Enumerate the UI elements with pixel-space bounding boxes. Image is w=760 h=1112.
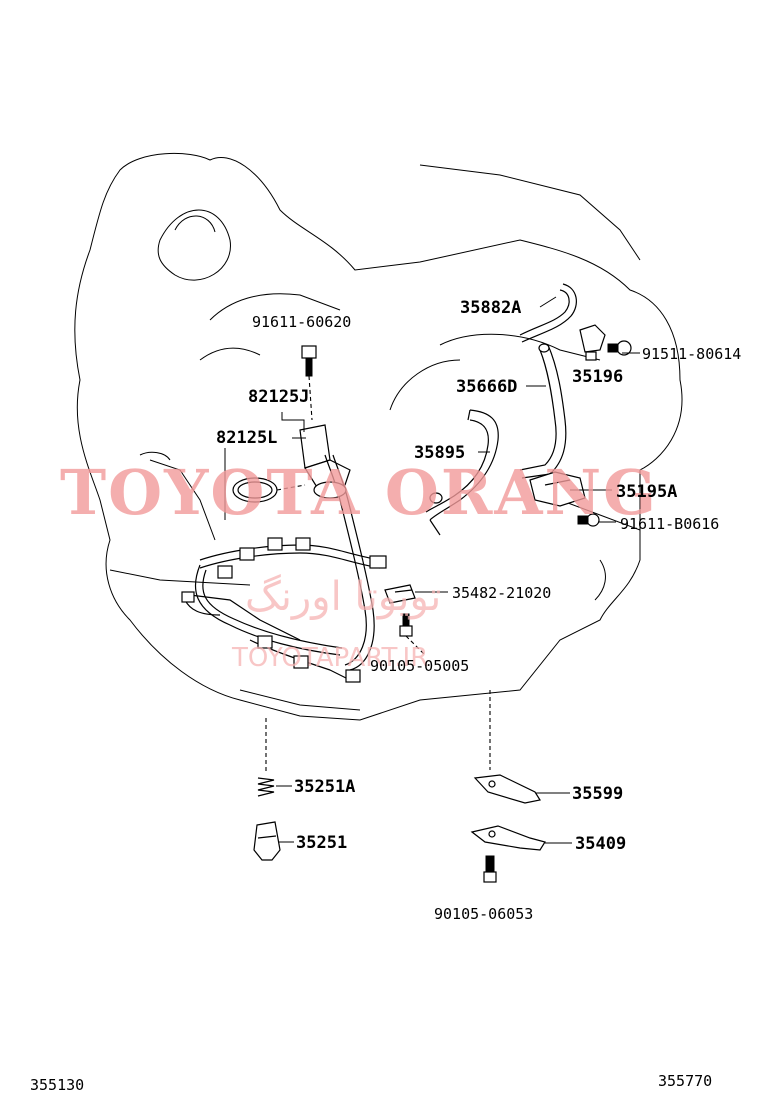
label-82125j[interactable]: 82125J [248,387,309,407]
speed-sensor-82125 [299,424,375,671]
label-35409[interactable]: 35409 [575,834,626,854]
bracket-35599 [473,690,541,804]
bolt-91611-b0616 [577,513,600,527]
label-35251a[interactable]: 35251A [294,777,355,797]
detent-ball-35251 [253,821,281,861]
label-91611-60620[interactable]: 91611-60620 [252,313,351,331]
pipe-35895 [425,409,499,536]
spring-35251a [257,718,275,797]
bolt-90105-05005 [399,613,426,656]
label-35195a[interactable]: 35195A [616,482,677,502]
transmission-housing-outline [74,153,683,721]
bracket-35409 [470,825,546,851]
clamp-35195a [529,471,586,507]
watermark-url-text: TOYOTAPART.IR [231,643,428,673]
label-35895[interactable]: 35895 [414,443,465,463]
label-35482-21020[interactable]: 35482-21020 [452,584,551,602]
label-91511-80614[interactable]: 91511-80614 [642,345,741,363]
label-90105-05005[interactable]: 90105-05005 [370,657,469,675]
label-35251[interactable]: 35251 [296,833,347,853]
label-82125l[interactable]: 82125L [216,428,277,448]
pipe-35882a [519,283,577,343]
label-35882a[interactable]: 35882A [460,298,521,318]
label-91611-b0616[interactable]: 91611-B0616 [620,515,719,533]
watermark: TOYOTA ORANG تویوتا اورنگ TOYOTAPART.IR [60,456,658,673]
watermark-main-text: TOYOTA ORANG [60,456,658,529]
watermark-persian-text: تویوتا اورنگ [245,574,441,620]
o-ring [232,477,306,503]
pipe-35666d [519,343,567,479]
clamp-35196 [579,324,606,361]
bolt-90105-06053 [483,855,497,883]
leader-lines [224,296,640,844]
label-35666d[interactable]: 35666D [456,377,517,397]
figure-number-left: 355130 [30,1076,84,1094]
clip-35482-21020 [384,584,416,604]
label-35196[interactable]: 35196 [572,367,623,387]
label-35599[interactable]: 35599 [572,784,623,804]
wire-harness-assembly [181,537,387,683]
label-90105-06053[interactable]: 90105-06053 [434,905,533,923]
figure-number-right: 355770 [658,1072,712,1090]
bolt-91511-80614 [607,340,632,356]
part-labels: 91611-60620 82125J 82125L 35882A 91511-8… [216,298,741,923]
bolt-91611-60620 [301,345,317,421]
